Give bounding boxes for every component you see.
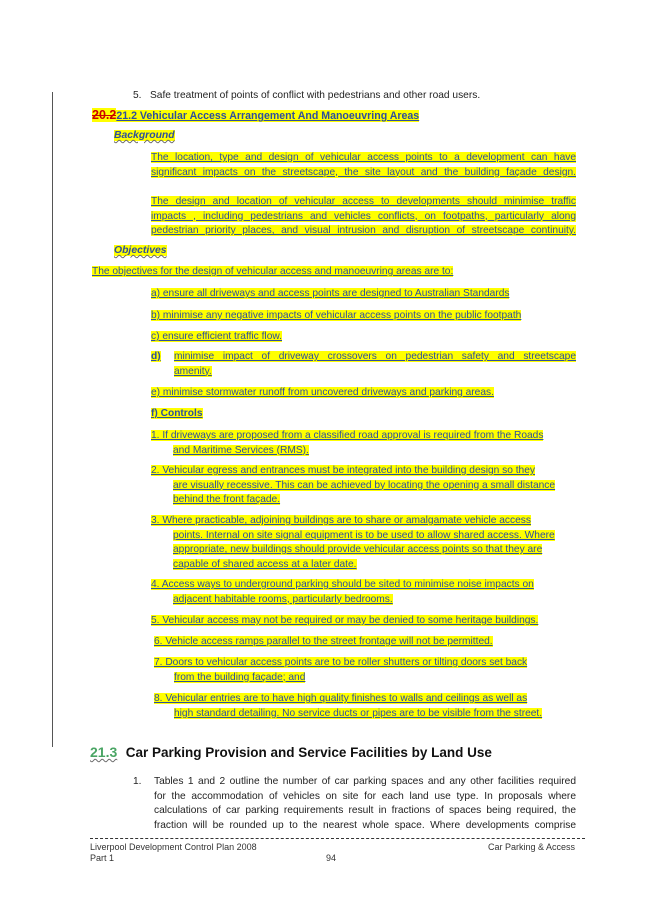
background-paragraph-1: The location, type and design of vehicul… bbox=[151, 151, 576, 180]
text-line: a) ensure all driveways and access point… bbox=[151, 288, 510, 299]
control-4: 4. Access ways to underground parking sh… bbox=[151, 578, 534, 607]
text-line: and Maritime Services (RMS). bbox=[173, 444, 309, 456]
footer-left-line-2: Part 1 bbox=[90, 853, 115, 863]
text-line: adjacent habitable rooms, particularly b… bbox=[173, 593, 393, 605]
text-line: 4. Access ways to underground parking sh… bbox=[151, 579, 534, 590]
list-number: d) bbox=[151, 351, 161, 362]
text-line: The design and location of vehicular acc… bbox=[151, 196, 576, 207]
background-paragraph-2: The design and location of vehicular acc… bbox=[151, 195, 576, 239]
objectives-label: Objectives bbox=[114, 245, 167, 256]
section-title: Car Parking Provision and Service Facili… bbox=[125, 745, 492, 760]
footer-left-line-1: Liverpool Development Control Plan 2008 bbox=[90, 842, 257, 852]
text-line: from the building façade; and bbox=[174, 671, 306, 683]
background-label: Background bbox=[114, 130, 175, 141]
objective-e: e) minimise stormwater runoff from uncov… bbox=[151, 386, 494, 401]
text-line: impacts , including pedestrians and vehi… bbox=[151, 210, 576, 222]
text-line: Tables 1 and 2 outline the number of car… bbox=[154, 776, 576, 787]
text-line: c) ensure efficient traffic flow. bbox=[151, 331, 282, 342]
text-line: capable of shared access at a later date… bbox=[173, 558, 357, 570]
list-number: 5. bbox=[133, 90, 142, 101]
text-line: behind the front façade. bbox=[173, 494, 281, 505]
section-heading-21-2: 20.221.2 Vehicular Access Arrangement An… bbox=[92, 108, 420, 125]
text-line: calculations of car parking requirements… bbox=[154, 805, 576, 816]
footer-right: Car Parking & Access bbox=[488, 842, 576, 852]
objectives-subheading: Objectives bbox=[114, 244, 167, 259]
heading-text: 21.2 Vehicular Access Arrangement And Ma… bbox=[116, 110, 420, 122]
text-line: points. Internal on site signal equipmen… bbox=[173, 529, 555, 541]
text-line: The objectives for the design of vehicul… bbox=[92, 266, 454, 277]
control-1: 1. If driveways are proposed from a clas… bbox=[151, 429, 544, 458]
paragraph-1: Tables 1 and 2 outline the number of car… bbox=[154, 775, 576, 833]
footer-page-number: 94 bbox=[326, 853, 337, 863]
text-line: The location, type and design of vehicul… bbox=[151, 152, 576, 163]
objective-c: c) ensure efficient traffic flow. bbox=[151, 330, 282, 345]
text-line: 3. Where practicable, adjoining building… bbox=[151, 515, 531, 526]
text-line: high standard detailing. No service duct… bbox=[174, 707, 543, 719]
text-line: 6. Vehicle access ramps parallel to the … bbox=[154, 636, 493, 647]
objective-d: d) bbox=[151, 350, 166, 365]
list-text: Safe treatment of points of conflict wit… bbox=[150, 90, 481, 101]
text-line: 5. Vehicular access may not be required … bbox=[151, 615, 539, 626]
text-line: for the accommodation of vehicles on sit… bbox=[154, 790, 576, 802]
deleted-heading-number: 20.2 bbox=[92, 108, 117, 122]
control-3: 3. Where practicable, adjoining building… bbox=[151, 514, 555, 572]
control-5: 5. Vehicular access may not be required … bbox=[151, 614, 539, 629]
background-subheading: Background bbox=[114, 129, 175, 144]
text-line: appropriate, new buildings should provid… bbox=[173, 544, 543, 555]
control-7: 7. Doors to vehicular access points are … bbox=[154, 656, 528, 685]
footer-divider bbox=[90, 838, 585, 839]
text-line: 1. If driveways are proposed from a clas… bbox=[151, 430, 544, 441]
text-line: 7. Doors to vehicular access points are … bbox=[154, 657, 528, 668]
text-line: b) minimise any negative impacts of vehi… bbox=[151, 310, 522, 321]
text-line: minimise impact of driveway crossovers o… bbox=[174, 351, 576, 362]
objective-a: a) ensure all driveways and access point… bbox=[151, 287, 510, 302]
list-number: 1. bbox=[133, 776, 142, 787]
text-line: pedestrian priority places, and visual i… bbox=[151, 225, 576, 236]
list-item-5: 5. Safe treatment of points of conflict … bbox=[133, 89, 480, 104]
text-line: 8. Vehicular entries are to have high qu… bbox=[154, 693, 528, 704]
paragraph-1-number: 1. bbox=[133, 775, 142, 790]
text-line: significant impacts on the streetscape, … bbox=[151, 166, 576, 178]
change-bar bbox=[52, 92, 53, 747]
text-line: fraction will be rounded up to the neare… bbox=[154, 819, 576, 831]
controls-label: f) Controls bbox=[151, 408, 203, 419]
section-heading-21-3: 21.3 Car Parking Provision and Service F… bbox=[90, 745, 492, 763]
objective-b: b) minimise any negative impacts of vehi… bbox=[151, 309, 522, 324]
text-line: 2. Vehicular egress and entrances must b… bbox=[151, 465, 535, 476]
control-2: 2. Vehicular egress and entrances must b… bbox=[151, 464, 556, 508]
objective-d-text: minimise impact of driveway crossovers o… bbox=[174, 350, 576, 379]
controls-subheading: f) Controls bbox=[151, 407, 203, 422]
text-line: e) minimise stormwater runoff from uncov… bbox=[151, 387, 494, 398]
control-6: 6. Vehicle access ramps parallel to the … bbox=[154, 635, 493, 650]
section-number: 21.3 bbox=[90, 744, 118, 760]
text-line: are visually recessive. This can be achi… bbox=[173, 479, 556, 491]
objectives-intro: The objectives for the design of vehicul… bbox=[92, 265, 454, 280]
control-8: 8. Vehicular entries are to have high qu… bbox=[154, 692, 543, 721]
text-line: amenity. bbox=[174, 365, 212, 377]
